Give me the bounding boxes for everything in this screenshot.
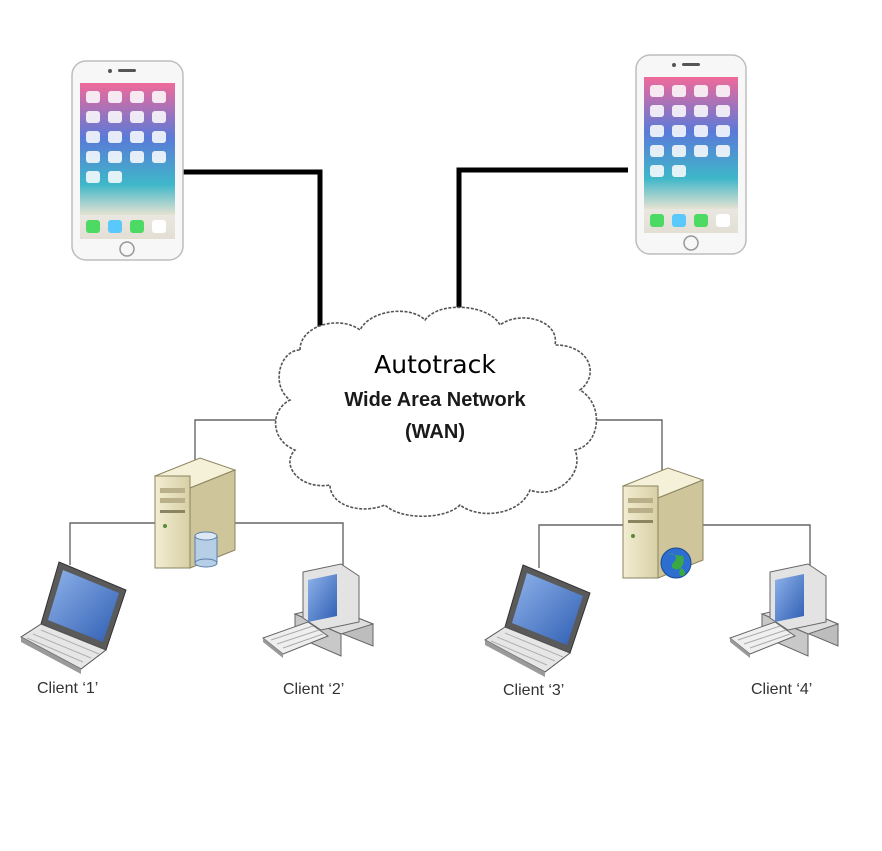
wan-name: Autotrack [374,350,496,379]
laptop-icon [20,561,127,674]
database-icon [194,531,218,568]
client-label-4: Client ‘4’ [751,681,813,698]
phone-link-left [182,169,323,345]
laptop-icon [484,564,591,677]
wan-cloud [274,306,598,518]
lan-links [69,419,811,568]
wan-label: Wide Area Network [344,389,526,411]
smartphone-icon [71,60,184,261]
client-label-2: Client ‘2’ [283,681,345,698]
database-server-icon [153,457,237,569]
web-server-icon [621,467,705,579]
client-label-1: Client ‘1’ [37,680,99,697]
desktop-computer-icon [261,563,375,658]
wan-abbreviation: (WAN) [405,421,465,443]
smartphone-icon [635,54,747,255]
client-label-3: Client ‘3’ [503,682,565,699]
phone-link-right [456,167,628,316]
desktop-computer-icon [728,563,840,658]
globe-icon [660,547,692,579]
